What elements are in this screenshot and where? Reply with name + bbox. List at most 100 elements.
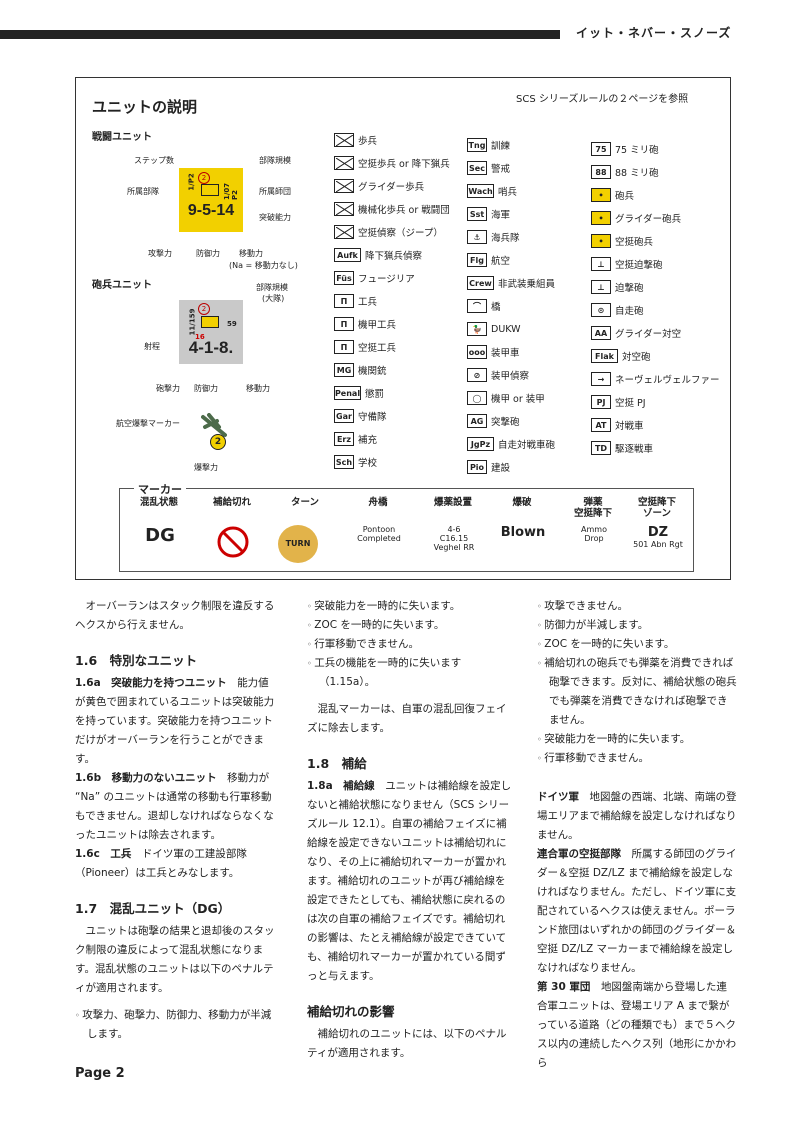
symbol-label: グライダー歩兵 (358, 182, 425, 193)
artillery-unit-size-label: 部隊規模 (256, 283, 288, 292)
symbol-entry: 空挺歩兵 or 降下猟兵 (334, 154, 450, 172)
unit-symbol-icon: → (591, 372, 611, 386)
symbol-label: フュージリア (358, 274, 415, 285)
symbol-label: 空挺工兵 (358, 343, 397, 354)
unit-size-label: 部隊規模 (259, 156, 291, 165)
symbol-label: 75 ミリ砲 (615, 145, 659, 156)
marker-text: Pontoon (362, 525, 396, 534)
paragraph: ユニットは砲撃の結果と退却後のスタック制限の違反によって混乱状態になります。混乱… (75, 925, 275, 994)
symbol-entry: ⊥迫撃砲 (591, 278, 644, 296)
symbol-label: 自走対戦車砲 (498, 440, 556, 451)
paragraph: 混乱マーカーは、自軍の混乱回復フェイズに除去します。 (307, 703, 507, 734)
artillery-icon (201, 316, 219, 328)
combat-unit-heading: 戦闘ユニット (92, 132, 152, 143)
page-number: Page 2 (75, 1066, 125, 1081)
subheading-1-6b: 1.6b 移動力のないユニット (75, 772, 217, 784)
paragraph: 移動力が “Na” のユニットは通常の移動も行軍移動もできません。退却しなければ… (75, 772, 274, 841)
symbol-label: 懲罰 (365, 389, 385, 400)
section-heading-1-7: 1.7 混乱ユニット（DG） (75, 901, 231, 916)
unit-symbol-icon: TD (591, 441, 611, 455)
unit-symbol-icon: 🦆 (467, 322, 487, 336)
artillery-counter-left: 11/159 (188, 308, 197, 336)
legend-reference: SCS シリーズルールの２ページを参照 (516, 94, 689, 105)
unit-symbol-icon: Crew (467, 276, 494, 290)
parent-division-label: 所属師団 (259, 187, 291, 196)
symbol-label: 対戦車 (615, 421, 644, 432)
unit-symbol-icon: • (591, 234, 611, 248)
unit-symbol-icon: Erz (334, 432, 354, 446)
artillery-counter-values: 4-1-8. (188, 338, 234, 357)
marker-text: 4-6 (447, 525, 461, 534)
symbol-label: 空挺歩兵 or 降下猟兵 (358, 159, 450, 170)
unit-symbol-icon: • (591, 211, 611, 225)
subheading-1-8a: 1.8a 補給線 (307, 780, 375, 792)
symbol-label: 突撃砲 (491, 417, 520, 428)
marker-text: Veghel RR (433, 543, 475, 552)
subheading-german: ドイツ軍 (537, 791, 579, 803)
symbol-label: 対空砲 (622, 352, 651, 363)
symbol-label: 警戒 (491, 164, 511, 175)
marker-label: 空挺降下 ゾーン (637, 497, 676, 519)
parent-unit-label: 所属部隊 (127, 187, 159, 196)
unit-symbol-icon: AA (591, 326, 611, 340)
unit-symbol-icon: Π (334, 317, 354, 331)
symbol-label: 守備隊 (358, 412, 387, 423)
text-column-2: 突破能力を一時的に失います。 ZOC を一時的に失います。 行軍移動できません。… (307, 597, 512, 1063)
subheading-xxx-corps: 第 30 軍団 (537, 981, 591, 993)
combat-step-marker: 2 (198, 172, 210, 184)
marker-counter: DG (132, 525, 188, 565)
bullet-item: 攻撃力、砲撃力、防御力、移動力が半減します。 (75, 1006, 277, 1044)
unit-symbol-icon: Gar (334, 409, 354, 423)
symbol-label: 装甲車 (491, 348, 520, 359)
paragraph: ユニットは補給線を設定しないと補給状態になりません（SCS シリーズルール 12… (307, 780, 512, 982)
symbol-entry: ⊘装甲偵察 (467, 366, 529, 384)
paragraph: ドイツ軍の工建設部隊（Pioneer）は工兵とみなします。 (75, 848, 247, 879)
unit-symbol-icon: Penal (334, 386, 361, 400)
marker-counter: Blown (495, 525, 551, 565)
artillery-range-value: 16 (195, 333, 205, 341)
bullet-item: 行軍移動できません。 (307, 635, 512, 654)
defense-label: 防御力 (196, 249, 220, 258)
marker-text: Ammo (581, 525, 607, 534)
symbol-label: 訓練 (491, 141, 511, 152)
symbol-label: 空挺偵察（ジープ） (358, 228, 443, 239)
artillery-counter-right: 59 (227, 320, 237, 328)
bullet-item: 攻撃できません。 (537, 597, 737, 616)
bullet-item: 工兵の機能を一時的に失います（1.15a）。 (307, 654, 512, 692)
marker-text: C16.15 (439, 534, 469, 543)
symbol-label: 自走砲 (615, 306, 644, 317)
unit-legend-box: ユニットの説明 SCS シリーズルールの２ページを参照 戦闘ユニット ステップ数… (75, 77, 731, 580)
step-count-label: ステップ数 (134, 156, 174, 165)
marker-text: TURN (285, 539, 311, 548)
symbol-entry: ⊥空挺迫撃砲 (591, 255, 663, 273)
symbol-label: グライダー砲兵 (615, 214, 682, 225)
bomb-strength-label: 爆撃力 (194, 463, 218, 472)
symbol-entry: • グライダー砲兵 (591, 209, 681, 227)
symbol-entry: Penal 懲罰 (334, 384, 384, 402)
unit-symbol-icon: Wach (467, 184, 494, 198)
symbol-label: ネーヴェルヴェルファー (615, 375, 720, 386)
paragraph: オーバーランはスタック制限を違反するヘクスから行えません。 (75, 600, 275, 631)
symbol-label: 機甲工兵 (358, 320, 397, 331)
artillery-defense-label: 防御力 (194, 384, 218, 393)
symbol-entry: 機械化歩兵 or 戦闘団 (334, 200, 450, 218)
unit-symbol-icon: Sst (467, 207, 487, 221)
symbol-entry: •空挺砲兵 (591, 232, 653, 250)
bullet-item: 防御力が半減します。 (537, 616, 737, 635)
symbol-label: DUKW (491, 323, 521, 335)
unit-symbol-icon: Füs (334, 271, 354, 285)
unit-symbol-icon: Flg (467, 253, 487, 267)
marker-counter: TURN (278, 525, 318, 563)
marker-label: 爆破 (512, 497, 532, 508)
text-column-3: 攻撃できません。 防御力が半減します。 ZOC を一時的に失います。 補給切れの… (537, 597, 737, 1073)
